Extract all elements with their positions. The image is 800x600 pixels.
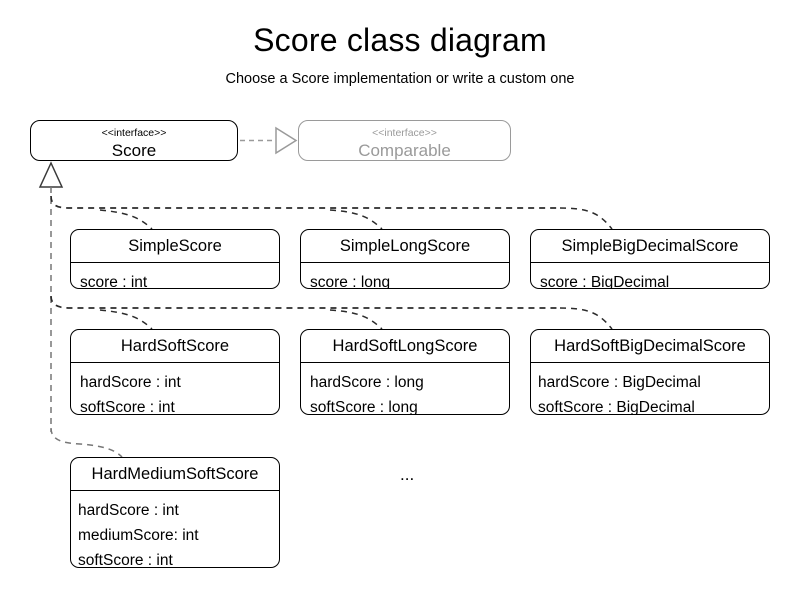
simple-big-decimal-score-members: score : BigDecimal <box>531 263 769 289</box>
branch-to-hard-medium-soft-score <box>50 427 123 458</box>
simple-big-decimal-score-title: SimpleBigDecimalScore <box>531 230 769 263</box>
member-row: softScore : int <box>78 551 173 568</box>
hard-soft-score-members: hardScore : int softScore : int <box>71 363 279 415</box>
hard-medium-soft-score-title: HardMediumSoftScore <box>71 458 279 491</box>
member-row: softScore : BigDecimal <box>538 398 695 415</box>
member-row: mediumScore: int <box>78 526 199 544</box>
hard-soft-long-score-title: HardSoftLongScore <box>301 330 509 363</box>
page-title: Score class diagram <box>253 22 547 58</box>
branch-to-hard-soft-score <box>99 309 153 330</box>
branch-to-simple-score <box>99 209 153 230</box>
simple-long-score-members: score : long <box>301 263 509 289</box>
class-box-comparable[interactable]: <<interface>> Comparable <box>298 120 511 161</box>
class-box-simple-score[interactable]: SimpleScore score : int <box>70 229 280 289</box>
class-box-simple-big-decimal-score[interactable]: SimpleBigDecimalScore score : BigDecimal <box>530 229 770 289</box>
simple-score-members: score : int <box>71 263 279 289</box>
branch-to-hard-soft-long-score <box>329 309 383 330</box>
realization-score-to-comparable <box>240 126 298 155</box>
branch-to-hard-soft-big-decimal-score <box>559 307 613 330</box>
hard-soft-score-title: HardSoftScore <box>71 330 279 363</box>
class-box-hard-soft-long-score[interactable]: HardSoftLongScore hardScore : long softS… <box>300 329 510 415</box>
more-implementations-ellipsis: ... <box>400 465 415 484</box>
branch-to-simple-long-score <box>329 209 383 230</box>
hard-soft-long-score-members: hardScore : long softScore : long <box>301 363 509 415</box>
member-row: softScore : int <box>80 398 175 415</box>
score-box-inner: <<interface>> Score <box>31 121 237 160</box>
class-box-simple-long-score[interactable]: SimpleLongScore score : long <box>300 229 510 289</box>
hard-soft-big-decimal-score-title: HardSoftBigDecimalScore <box>531 330 769 363</box>
page-subtitle: Choose a Score implementation or write a… <box>225 71 575 87</box>
hard-soft-big-decimal-score-members: hardScore : BigDecimal softScore : BigDe… <box>531 363 769 415</box>
member-row: score : int <box>80 273 148 289</box>
member-row: hardScore : BigDecimal <box>538 373 701 391</box>
member-row: score : BigDecimal <box>540 273 670 289</box>
class-box-hard-soft-big-decimal-score[interactable]: HardSoftBigDecimalScore hardScore : BigD… <box>530 329 770 415</box>
row2-branch-rail <box>50 295 560 309</box>
member-row: score : long <box>310 273 391 289</box>
hard-medium-soft-score-members: hardScore : int mediumScore: int softSco… <box>71 491 279 568</box>
row1-branch-rail <box>50 195 560 209</box>
class-box-hard-medium-soft-score[interactable]: HardMediumSoftScore hardScore : int medi… <box>70 457 280 568</box>
simple-score-title: SimpleScore <box>71 230 279 263</box>
branch-to-simple-big-decimal-score <box>559 207 613 230</box>
hollow-triangle-inheritance-icon <box>38 161 64 188</box>
member-row: hardScore : int <box>80 373 181 391</box>
class-box-hard-soft-score[interactable]: HardSoftScore hardScore : int softScore … <box>70 329 280 415</box>
comparable-name: Comparable <box>358 141 451 160</box>
member-row: softScore : long <box>310 398 418 415</box>
comparable-stereotype: <<interface>> <box>372 127 437 139</box>
hollow-triangle-arrowhead-icon <box>275 126 298 155</box>
class-box-score[interactable]: <<interface>> Score <box>30 120 238 161</box>
score-stereotype: <<interface>> <box>101 127 167 139</box>
member-row: hardScore : int <box>78 501 179 519</box>
comparable-box-inner: <<interface>> Comparable <box>299 121 510 160</box>
simple-long-score-title: SimpleLongScore <box>301 230 509 263</box>
member-row: hardScore : long <box>310 373 424 391</box>
score-name: Score <box>111 141 157 160</box>
